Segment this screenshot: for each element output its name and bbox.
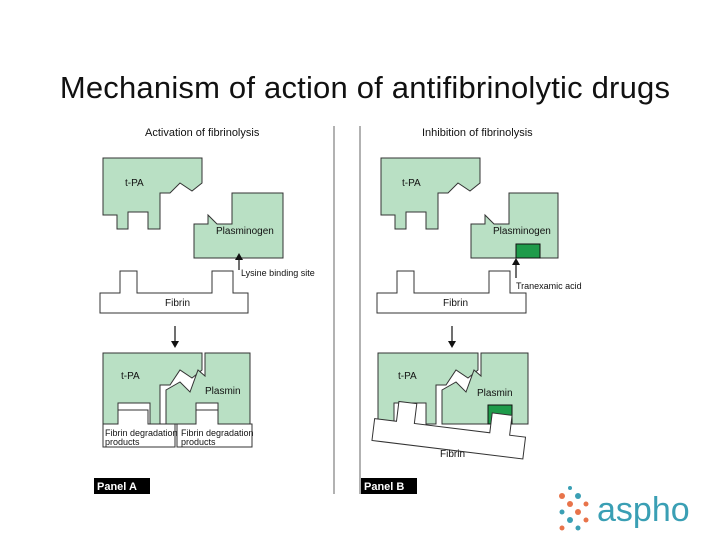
panel-a-plasmin-label: Plasmin [205, 386, 241, 397]
panel-b-tranexamic-block-top [516, 244, 540, 258]
panel-b-plasminogen-label: Plasminogen [493, 226, 551, 237]
panel-b-tranexamic-arrowhead [512, 258, 520, 265]
panel-b-tranexamic-label: Tranexamic acid [516, 281, 582, 291]
panel-a-tag: Panel A [97, 481, 137, 493]
panel-a-lysine-label: Lysine binding site [241, 268, 315, 278]
panel-a-fibrin-label: Fibrin [165, 298, 190, 309]
panel-b-down-arrowhead [448, 341, 456, 348]
panel-b-tpa-bottom-label: t-PA [398, 371, 417, 382]
panel-a-fdp-left-line2: products [105, 437, 140, 447]
panel-b-fibrin-bottom-label: Fibrin [440, 449, 465, 460]
panel-b-tag: Panel B [364, 481, 404, 493]
panel-a-down-arrowhead [171, 341, 179, 348]
panel-a-heading: Activation of fibrinolysis [145, 127, 260, 139]
panel-b: Inhibition of fibrinolysis t-PA Plasmino… [361, 127, 582, 494]
panel-b-fibrin-label: Fibrin [443, 298, 468, 309]
panel-b-plasmin-label: Plasmin [477, 388, 513, 399]
panel-b-tpa-top [381, 158, 480, 229]
aspho-logo-mark [559, 486, 589, 531]
panel-a-tpa-top-label: t-PA [125, 178, 144, 189]
aspho-logo: aspho [559, 486, 690, 531]
aspho-logo-text: aspho [597, 491, 690, 529]
panel-b-heading: Inhibition of fibrinolysis [422, 127, 533, 139]
panel-a: Activation of fibrinolysis t-PA Plasmino… [94, 127, 315, 494]
panel-b-tpa-top-label: t-PA [402, 178, 421, 189]
panel-a-tpa-top [103, 158, 202, 229]
panel-a-plasminogen-label: Plasminogen [216, 226, 274, 237]
panel-a-tpa-bottom-label: t-PA [121, 371, 140, 382]
panel-a-fdp-right-line2: products [181, 437, 216, 447]
